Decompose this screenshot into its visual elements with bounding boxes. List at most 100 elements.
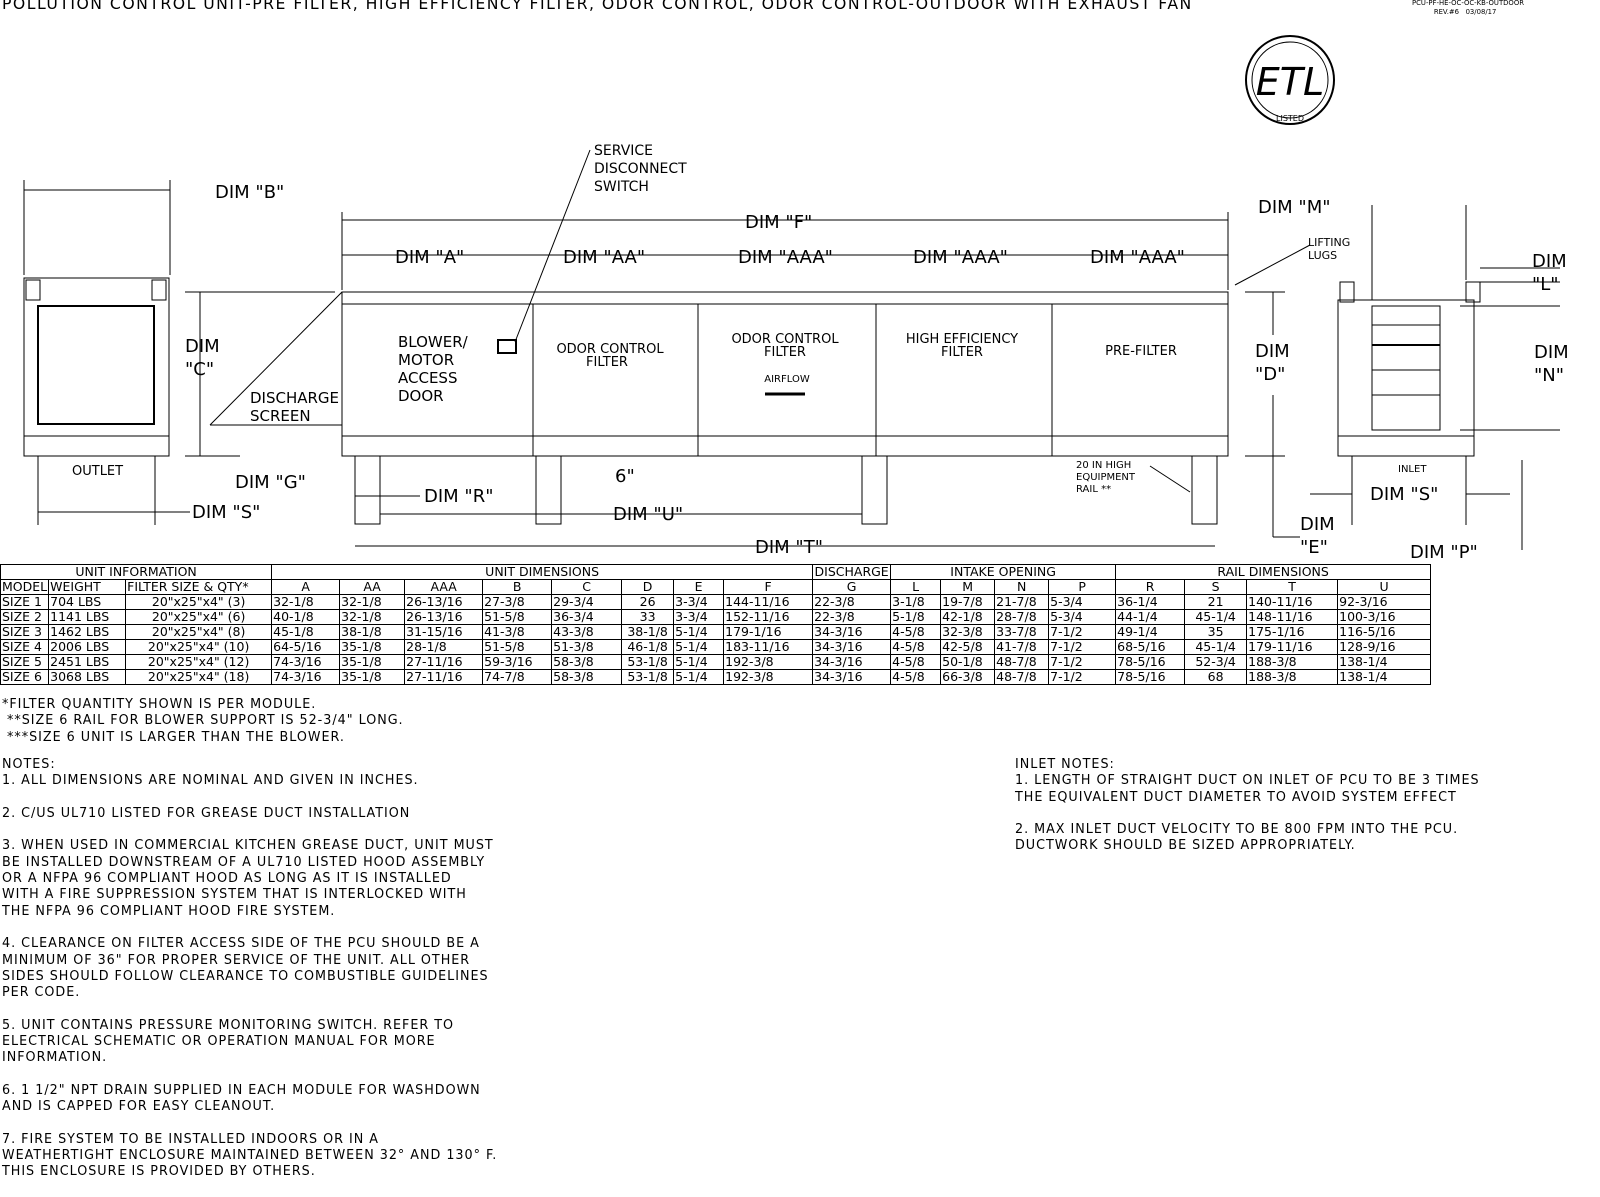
dim-m-label: DIM "M": [1258, 197, 1331, 218]
table-cell: 53-1/8: [621, 669, 675, 685]
table-cell: 50-1/8: [940, 654, 996, 670]
table-cell: 26-13/16: [404, 594, 484, 610]
column-header: P: [1048, 579, 1117, 595]
table-cell: 38-1/8: [621, 624, 675, 640]
table-cell: 27-11/16: [404, 654, 484, 670]
column-header: T: [1246, 579, 1339, 595]
group-header: RAIL DIMENSIONS: [1115, 564, 1432, 580]
table-cell: 20"x25"x4" (8): [125, 624, 273, 640]
table-cell: 19-7/8: [940, 594, 996, 610]
drawing-title: POLLUTION CONTROL UNIT-PRE FILTER, HIGH …: [2, 0, 1193, 13]
group-header: INTAKE OPENING: [890, 564, 1117, 580]
dim-d-label: DIM: [1255, 341, 1290, 362]
table-cell: 29-3/4: [551, 594, 623, 610]
table-cell: 7-1/2: [1048, 639, 1117, 655]
table-cell: 40-1/8: [271, 609, 341, 625]
table-cell: 20"x25"x4" (6): [125, 609, 273, 625]
table-cell: 116-5/16: [1337, 624, 1432, 640]
table-cell: 2451 LBS: [48, 654, 127, 670]
inlet-end-view: [1310, 205, 1560, 550]
table-cell: 49-1/4: [1115, 624, 1186, 640]
table-cell: SIZE 1: [0, 594, 50, 610]
column-header: WEIGHT: [48, 579, 127, 595]
high-efficiency-label: HIGH EFFICIENCY: [906, 332, 1018, 347]
table-cell: 59-3/16: [482, 654, 553, 670]
table-cell: 28-1/8: [404, 639, 484, 655]
table-cell: 64-5/16: [271, 639, 341, 655]
rail-label: 20 IN HIGH: [1076, 460, 1131, 471]
table-cell: 5-1/4: [673, 624, 725, 640]
table-cell: 4-5/8: [890, 639, 942, 655]
table-cell: 33: [621, 609, 675, 625]
dim-u-label: DIM "U": [613, 504, 683, 525]
table-cell: 74-3/16: [271, 669, 341, 685]
table-cell: SIZE 5: [0, 654, 50, 670]
svg-text:"L": "L": [1532, 274, 1559, 295]
table-cell: 192-3/8: [723, 654, 814, 670]
group-header: UNIT DIMENSIONS: [271, 564, 814, 580]
table-cell: 5-1/4: [673, 639, 725, 655]
table-cell: 34-3/16: [812, 654, 892, 670]
column-header: F: [723, 579, 814, 595]
dim-aaa-label-1: DIM "AAA": [738, 247, 833, 268]
table-cell: 45-1/8: [271, 624, 341, 640]
table-cell: 192-3/8: [723, 669, 814, 685]
table-cell: 52-3/4: [1184, 654, 1248, 670]
revision: REV.#6 03/08/17: [1433, 8, 1497, 16]
table-cell: 34-3/16: [812, 669, 892, 685]
table-cell: 48-7/8: [994, 669, 1050, 685]
table-cell: 183-11/16: [723, 639, 814, 655]
table-cell: 3-1/8: [890, 594, 942, 610]
table-cell: 27-3/8: [482, 594, 553, 610]
dim-aaa-label-3: DIM "AAA": [1090, 247, 1185, 268]
column-header: C: [551, 579, 623, 595]
table-cell: 100-3/16: [1337, 609, 1432, 625]
column-header: B: [482, 579, 553, 595]
dim-aa-label: DIM "AA": [563, 247, 645, 268]
table-cell: 175-1/16: [1246, 624, 1339, 640]
pre-filter-label: PRE-FILTER: [1105, 344, 1177, 359]
table-cell: 92-3/16: [1337, 594, 1432, 610]
table-cell: 78-5/16: [1115, 669, 1186, 685]
airflow-label: AIRFLOW: [764, 374, 810, 385]
dim-e-label: DIM: [1300, 514, 1335, 535]
table-cell: 74-3/16: [271, 654, 341, 670]
table-cell: 3068 LBS: [48, 669, 127, 685]
drawing-id-revision: PCU-PF-HE-OC-OC-KB-OUTDOOR REV.#6 03/08/…: [1412, 0, 1524, 17]
dim-r-label: DIM "R": [424, 486, 494, 507]
column-header: A: [271, 579, 341, 595]
dim-aaa-label-2: DIM "AAA": [913, 247, 1008, 268]
table-cell: 128-9/16: [1337, 639, 1432, 655]
table-cell: 188-3/8: [1246, 669, 1339, 685]
table-cell: 20"x25"x4" (10): [125, 639, 273, 655]
table-cell: 20"x25"x4" (3): [125, 594, 273, 610]
svg-text:ETL: ETL: [1256, 60, 1324, 104]
table-cell: 35: [1184, 624, 1248, 640]
svg-text:FILTER: FILTER: [941, 345, 983, 360]
column-header: U: [1337, 579, 1432, 595]
table-cell: 32-1/8: [339, 594, 406, 610]
table-cell: 1141 LBS: [48, 609, 127, 625]
table-cell: 51-5/8: [482, 639, 553, 655]
dim-t-label: DIM "T": [755, 537, 823, 558]
table-cell: 38-1/8: [339, 624, 406, 640]
dim-p-label: DIM "P": [1410, 542, 1478, 563]
table-cell: 41-7/8: [994, 639, 1050, 655]
column-header: S: [1184, 579, 1248, 595]
table-cell: 179-1/16: [723, 624, 814, 640]
column-header: E: [673, 579, 725, 595]
table-cell: 26: [621, 594, 675, 610]
table-cell: 26-13/16: [404, 609, 484, 625]
table-cell: 138-1/4: [1337, 669, 1432, 685]
svg-text:SWITCH: SWITCH: [594, 179, 649, 195]
inlet-label: INLET: [1398, 464, 1427, 475]
table-cell: 21: [1184, 594, 1248, 610]
table-cell: 36-3/4: [551, 609, 623, 625]
group-header: UNIT INFORMATION: [0, 564, 273, 580]
